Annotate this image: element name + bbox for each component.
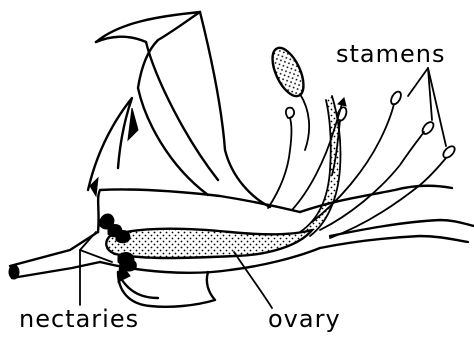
nectaries-label: nectaries: [19, 307, 139, 331]
nectary-5: [124, 260, 136, 271]
nectary-3: [116, 231, 130, 243]
stamen-large-anther: [266, 43, 310, 150]
stamens-label: stamens: [336, 42, 445, 66]
stamen-1: [268, 108, 294, 208]
stem: [9, 232, 100, 279]
sepal: [88, 98, 138, 196]
ovary-label: ovary: [268, 307, 341, 331]
ovary: [106, 229, 312, 258]
ovary-leader-line: [234, 252, 272, 308]
